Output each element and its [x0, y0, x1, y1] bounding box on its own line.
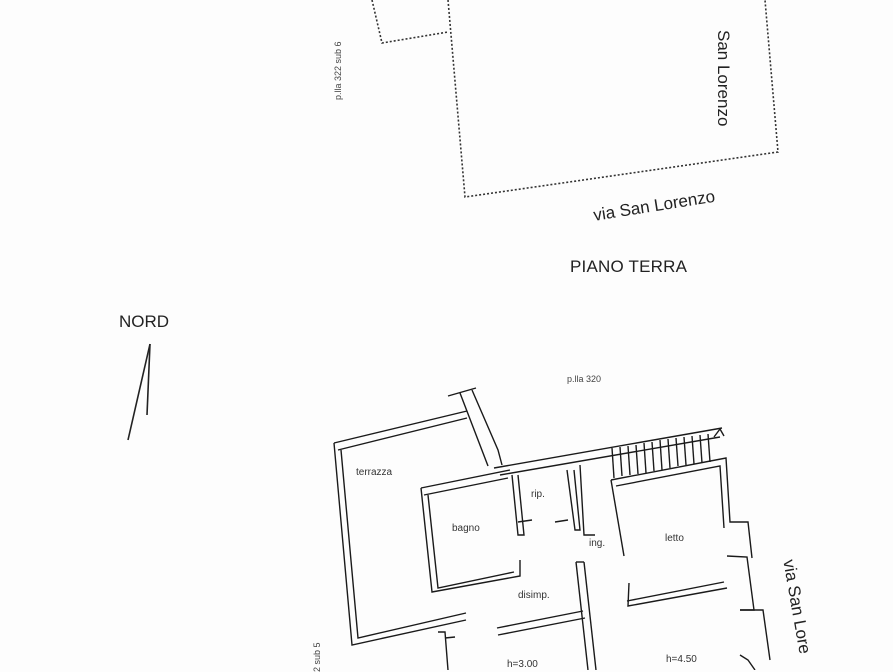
room-label-ingresso: ing.	[589, 538, 606, 549]
stairs-icon	[611, 433, 711, 479]
parcel-label-lower: 2 sub 5	[312, 642, 322, 672]
floor-title: PIANO TERRA	[570, 257, 688, 276]
street-label-top-right: San Lorenzo	[714, 30, 733, 127]
height-label-right: h=4.50	[666, 654, 697, 665]
building-walls	[333, 387, 771, 670]
north-arrow-icon	[127, 343, 151, 441]
upper-parcel-outline	[371, 0, 779, 198]
room-label-bagno: bagno	[452, 523, 480, 534]
north-label: NORD	[119, 312, 170, 331]
height-label-left: h=3.00	[507, 659, 538, 670]
parcel-label-upper: p.lla 322 sub 6	[333, 41, 343, 100]
parcel-label-center: p.lla 320	[567, 374, 602, 384]
room-label-terrazza: terrazza	[356, 467, 393, 478]
room-label-letto: letto	[665, 533, 684, 544]
room-label-disimpegno: disimp.	[518, 590, 550, 601]
room-label-ripostiglio: rip.	[531, 489, 545, 500]
